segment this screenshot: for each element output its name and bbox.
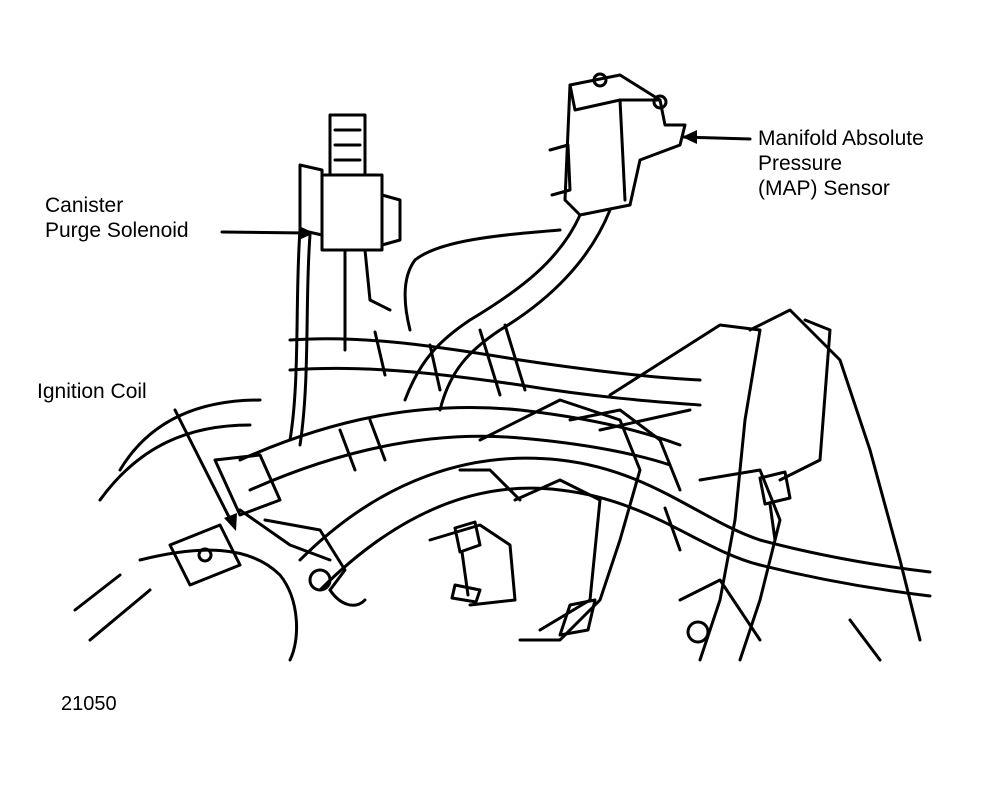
map-sensor-label-line-1: Manifold Absolute [758, 127, 924, 150]
ignition-coil-part [73, 453, 367, 662]
map-sensor-part [403, 72, 687, 412]
bolts [450, 470, 792, 637]
canister-arrow-icon [299, 226, 314, 240]
map-sensor-label: Manifold Absolute Pressure (MAP) Sensor [758, 126, 924, 201]
map-sensor-label-line-3: (MAP) Sensor [758, 177, 890, 200]
ignition-coil-leader [173, 408, 234, 525]
hose-clamps [338, 323, 682, 552]
canister-purge-solenoid-label: Canister Purge Solenoid [45, 193, 189, 243]
ignition-label-line-1: Ignition Coil [37, 380, 147, 403]
canister-leader [220, 230, 308, 235]
canister-purge-solenoid-part [288, 113, 402, 447]
figure-number: 21050 [61, 693, 117, 715]
ignition-coil-label: Ignition Coil [37, 379, 147, 404]
map-sensor-label-line-2: Pressure [758, 152, 843, 175]
engine-block-outline [608, 308, 922, 662]
vacuum-hoses [98, 337, 932, 598]
canister-label-line-2: Purge Solenoid [45, 219, 189, 242]
map-arrow-icon [682, 130, 697, 144]
ignition-arrow-icon [224, 513, 237, 531]
canister-label-line-1: Canister [45, 194, 124, 217]
arrow-heads [224, 130, 697, 531]
